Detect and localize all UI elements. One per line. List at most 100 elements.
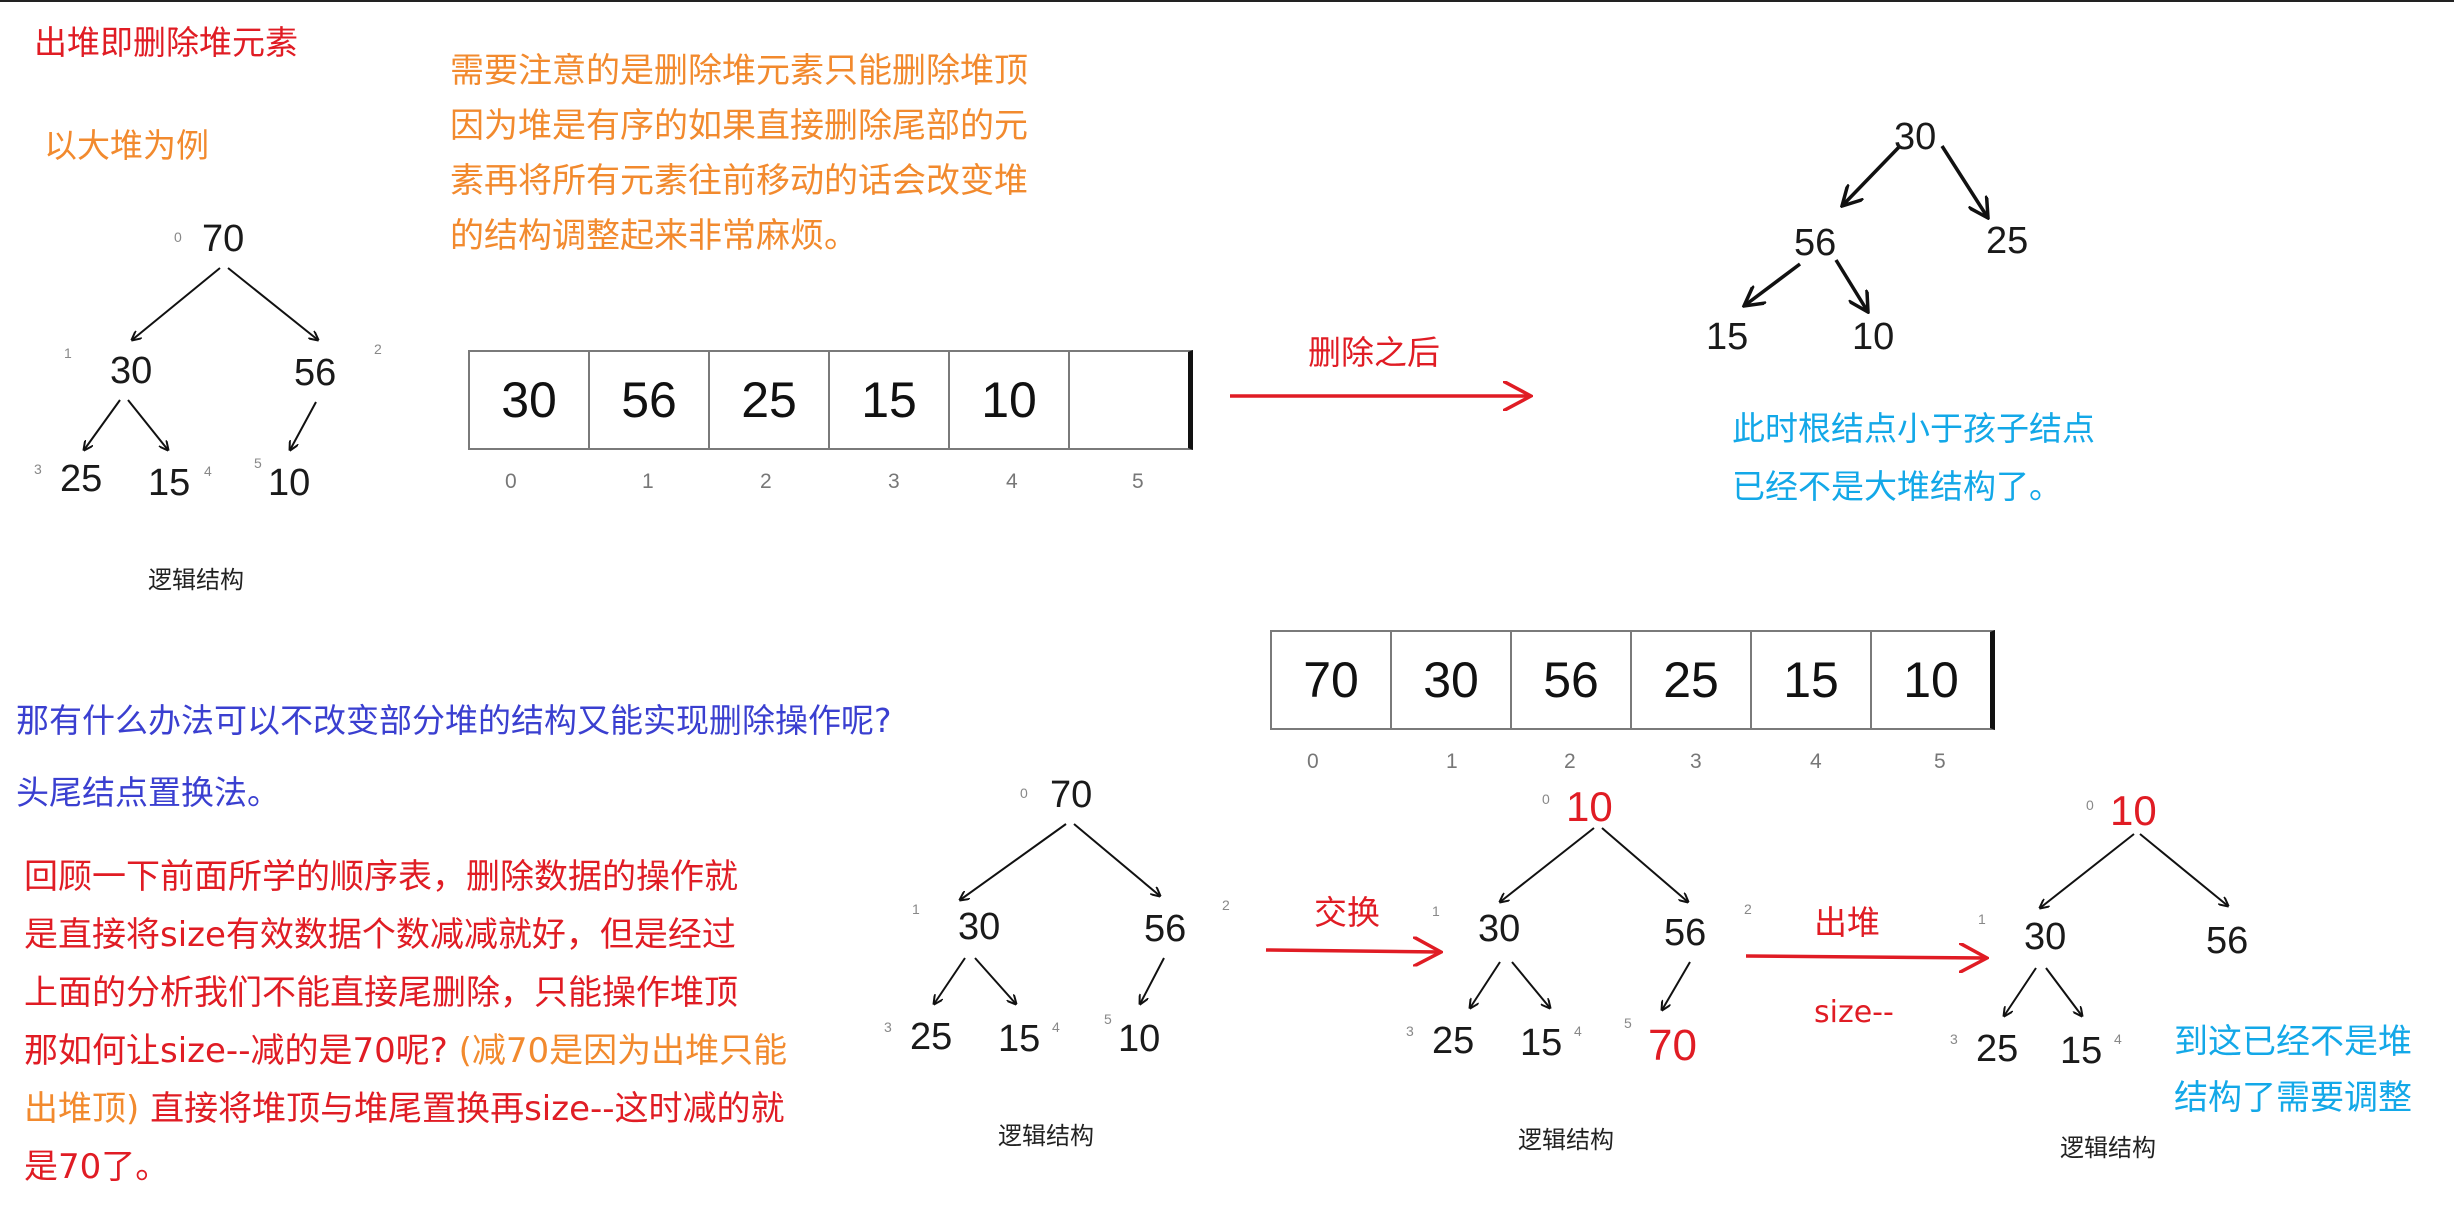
- tree1-node-5: 10: [268, 462, 311, 504]
- tree4-node-0: 10: [2110, 787, 2157, 834]
- tree1-node-4: 15: [148, 462, 191, 504]
- final-line-1: 到这已经不是堆: [2174, 1022, 2412, 1062]
- after-node-30: 30: [1894, 116, 1937, 158]
- tree4-node-4: 15: [2060, 1030, 2103, 1072]
- explain-line-5-note: 出堆顶): [24, 1089, 140, 1129]
- tree1-node-3: 25: [60, 458, 103, 500]
- array-top-index-0: 0: [505, 470, 517, 493]
- tree1-index-3: 3: [34, 461, 42, 477]
- tree3-caption: 逻辑结构: [1518, 1126, 1614, 1154]
- top-border: [0, 0, 2454, 2]
- tree1-node-0: 70: [202, 218, 245, 260]
- tree1-index-2: 2: [374, 341, 382, 357]
- explain-line-2: 是直接将size有效数据个数减减就好，但是经过: [24, 915, 736, 955]
- tree2-node-4: 15: [998, 1018, 1041, 1060]
- array-mid-index-5: 5: [1934, 750, 1946, 773]
- explain-line-5: 出堆顶) 直接将堆顶与堆尾置换再size--这时减的就: [24, 1080, 787, 1138]
- array-top-cell-0: 30: [470, 352, 590, 448]
- tree2-index-3: 3: [884, 1019, 892, 1035]
- tree3-node-3: 25: [1432, 1020, 1475, 1062]
- array-mid-cell-2: 56: [1512, 632, 1632, 728]
- tree4-node-2: 56: [2206, 920, 2249, 962]
- tree2-node-0: 70: [1050, 774, 1093, 816]
- array-top-cell-1: 56: [590, 352, 710, 448]
- after-delete-label: 删除之后: [1308, 333, 1440, 372]
- after-node-15: 15: [1706, 316, 1749, 358]
- tree1-caption: 逻辑结构: [148, 566, 244, 594]
- tree2-index-4: 4: [1052, 1019, 1060, 1035]
- array-mid-cell-3: 25: [1632, 632, 1752, 728]
- tree3-index-0: 0: [1542, 791, 1550, 807]
- tree1-edges: [84, 267, 318, 450]
- tree3-node-0: 10: [1566, 783, 1613, 830]
- tree3-index-1: 1: [1432, 903, 1440, 919]
- tree2-node-1: 30: [958, 906, 1001, 948]
- array-mid-index-1: 1: [1446, 750, 1458, 773]
- array-original: 70 30 56 25 15 10: [1270, 630, 1995, 730]
- array-top-index-1: 1: [642, 470, 654, 493]
- tree4-index-3: 3: [1950, 1031, 1958, 1047]
- tree1-index-5: 5: [254, 455, 262, 471]
- tree3-node-4: 15: [1520, 1022, 1563, 1064]
- tree4-index-0: 0: [2086, 797, 2094, 813]
- explain-line-3: 上面的分析我们不能直接尾删除，只能操作堆顶: [24, 973, 738, 1013]
- note-paragraph: 需要注意的是删除堆元素只能删除堆顶 因为堆是有序的如果直接删除尾部的元 素再将所…: [450, 44, 1028, 264]
- tree2-index-2: 2: [1222, 897, 1230, 913]
- tree4-node-1: 30: [2024, 916, 2067, 958]
- tree2-node-2: 56: [1144, 908, 1187, 950]
- note-line-4: 的结构调整起来非常麻烦。: [450, 216, 858, 256]
- tree4-index-1: 1: [1978, 911, 1986, 927]
- array-mid-index-4: 4: [1810, 750, 1822, 773]
- result-paragraph: 此时根结点小于孩子结点 已经不是大堆结构了。: [1732, 400, 2095, 516]
- explain-paragraph: 回顾一下前面所学的顺序表，删除数据的操作就 是直接将size有效数据个数减减就好…: [24, 848, 787, 1196]
- tree3-edges: [1470, 827, 1691, 1010]
- tree4-node-3: 25: [1976, 1028, 2019, 1070]
- array-top-cell-4: 10: [950, 352, 1070, 448]
- explain-line-4-main: 那如何让size--减的是70呢?: [24, 1031, 448, 1071]
- tree-after-edges: [1744, 144, 1988, 312]
- array-top-cell-5: [1070, 352, 1188, 448]
- tree3-index-5: 5: [1624, 1015, 1632, 1031]
- pop-label: 出堆: [1814, 903, 1880, 942]
- tree2-index-1: 1: [912, 901, 920, 917]
- array-mid-cell-4: 15: [1752, 632, 1872, 728]
- explain-line-4-note: (减70是因为出堆只能: [458, 1031, 788, 1071]
- tree1-index-4: 4: [204, 463, 212, 479]
- tree1-node-1: 30: [110, 350, 153, 392]
- after-node-10: 10: [1852, 316, 1895, 358]
- question-text: 那有什么办法可以不改变部分堆的结构又能实现删除操作呢?: [16, 701, 892, 740]
- tree3-index-4: 4: [1574, 1023, 1582, 1039]
- tree3-node-2: 56: [1664, 912, 1707, 954]
- result-line-1: 此时根结点小于孩子结点: [1732, 409, 2095, 448]
- explain-line-1: 回顾一下前面所学的顺序表，删除数据的操作就: [24, 857, 738, 897]
- final-line-2: 结构了需要调整: [2174, 1078, 2412, 1118]
- array-mid-index-2: 2: [1564, 750, 1576, 773]
- tree4-index-4: 4: [2114, 1031, 2122, 1047]
- array-mid-cell-1: 30: [1392, 632, 1512, 728]
- tree2-caption: 逻辑结构: [998, 1122, 1094, 1150]
- array-top-index-3: 3: [888, 470, 900, 493]
- tree1-node-2: 56: [294, 352, 337, 394]
- result-line-2: 已经不是大堆结构了。: [1732, 467, 2062, 506]
- example-text: 以大堆为例: [44, 126, 209, 165]
- explain-line-4: 那如何让size--减的是70呢? (减70是因为出堆只能: [24, 1022, 787, 1080]
- final-paragraph: 到这已经不是堆 结构了需要调整: [2174, 1014, 2412, 1126]
- tree3-node-5: 70: [1648, 1021, 1697, 1070]
- tree2-index-5: 5: [1104, 1011, 1112, 1027]
- array-mid-index-0: 0: [1307, 750, 1319, 773]
- note-line-1: 需要注意的是删除堆元素只能删除堆顶: [450, 51, 1028, 91]
- tree4-edges: [2004, 833, 2228, 1016]
- tree2-edges: [934, 823, 1165, 1004]
- tree2-index-0: 0: [1020, 785, 1028, 801]
- array-mid-cell-5: 10: [1903, 652, 1959, 708]
- array-top-index-5: 5: [1132, 470, 1144, 493]
- size-dec-label: size--: [1814, 995, 1894, 1030]
- tree2-node-5: 10: [1118, 1018, 1161, 1060]
- tree2-node-3: 25: [910, 1016, 953, 1058]
- note-line-2: 因为堆是有序的如果直接删除尾部的元: [450, 106, 1028, 146]
- array-top-index-2: 2: [760, 470, 772, 493]
- title-text: 出堆即删除堆元素: [34, 23, 298, 62]
- note-line-3: 素再将所有元素往前移动的话会改变堆: [450, 161, 1028, 201]
- tree3-index-3: 3: [1406, 1023, 1414, 1039]
